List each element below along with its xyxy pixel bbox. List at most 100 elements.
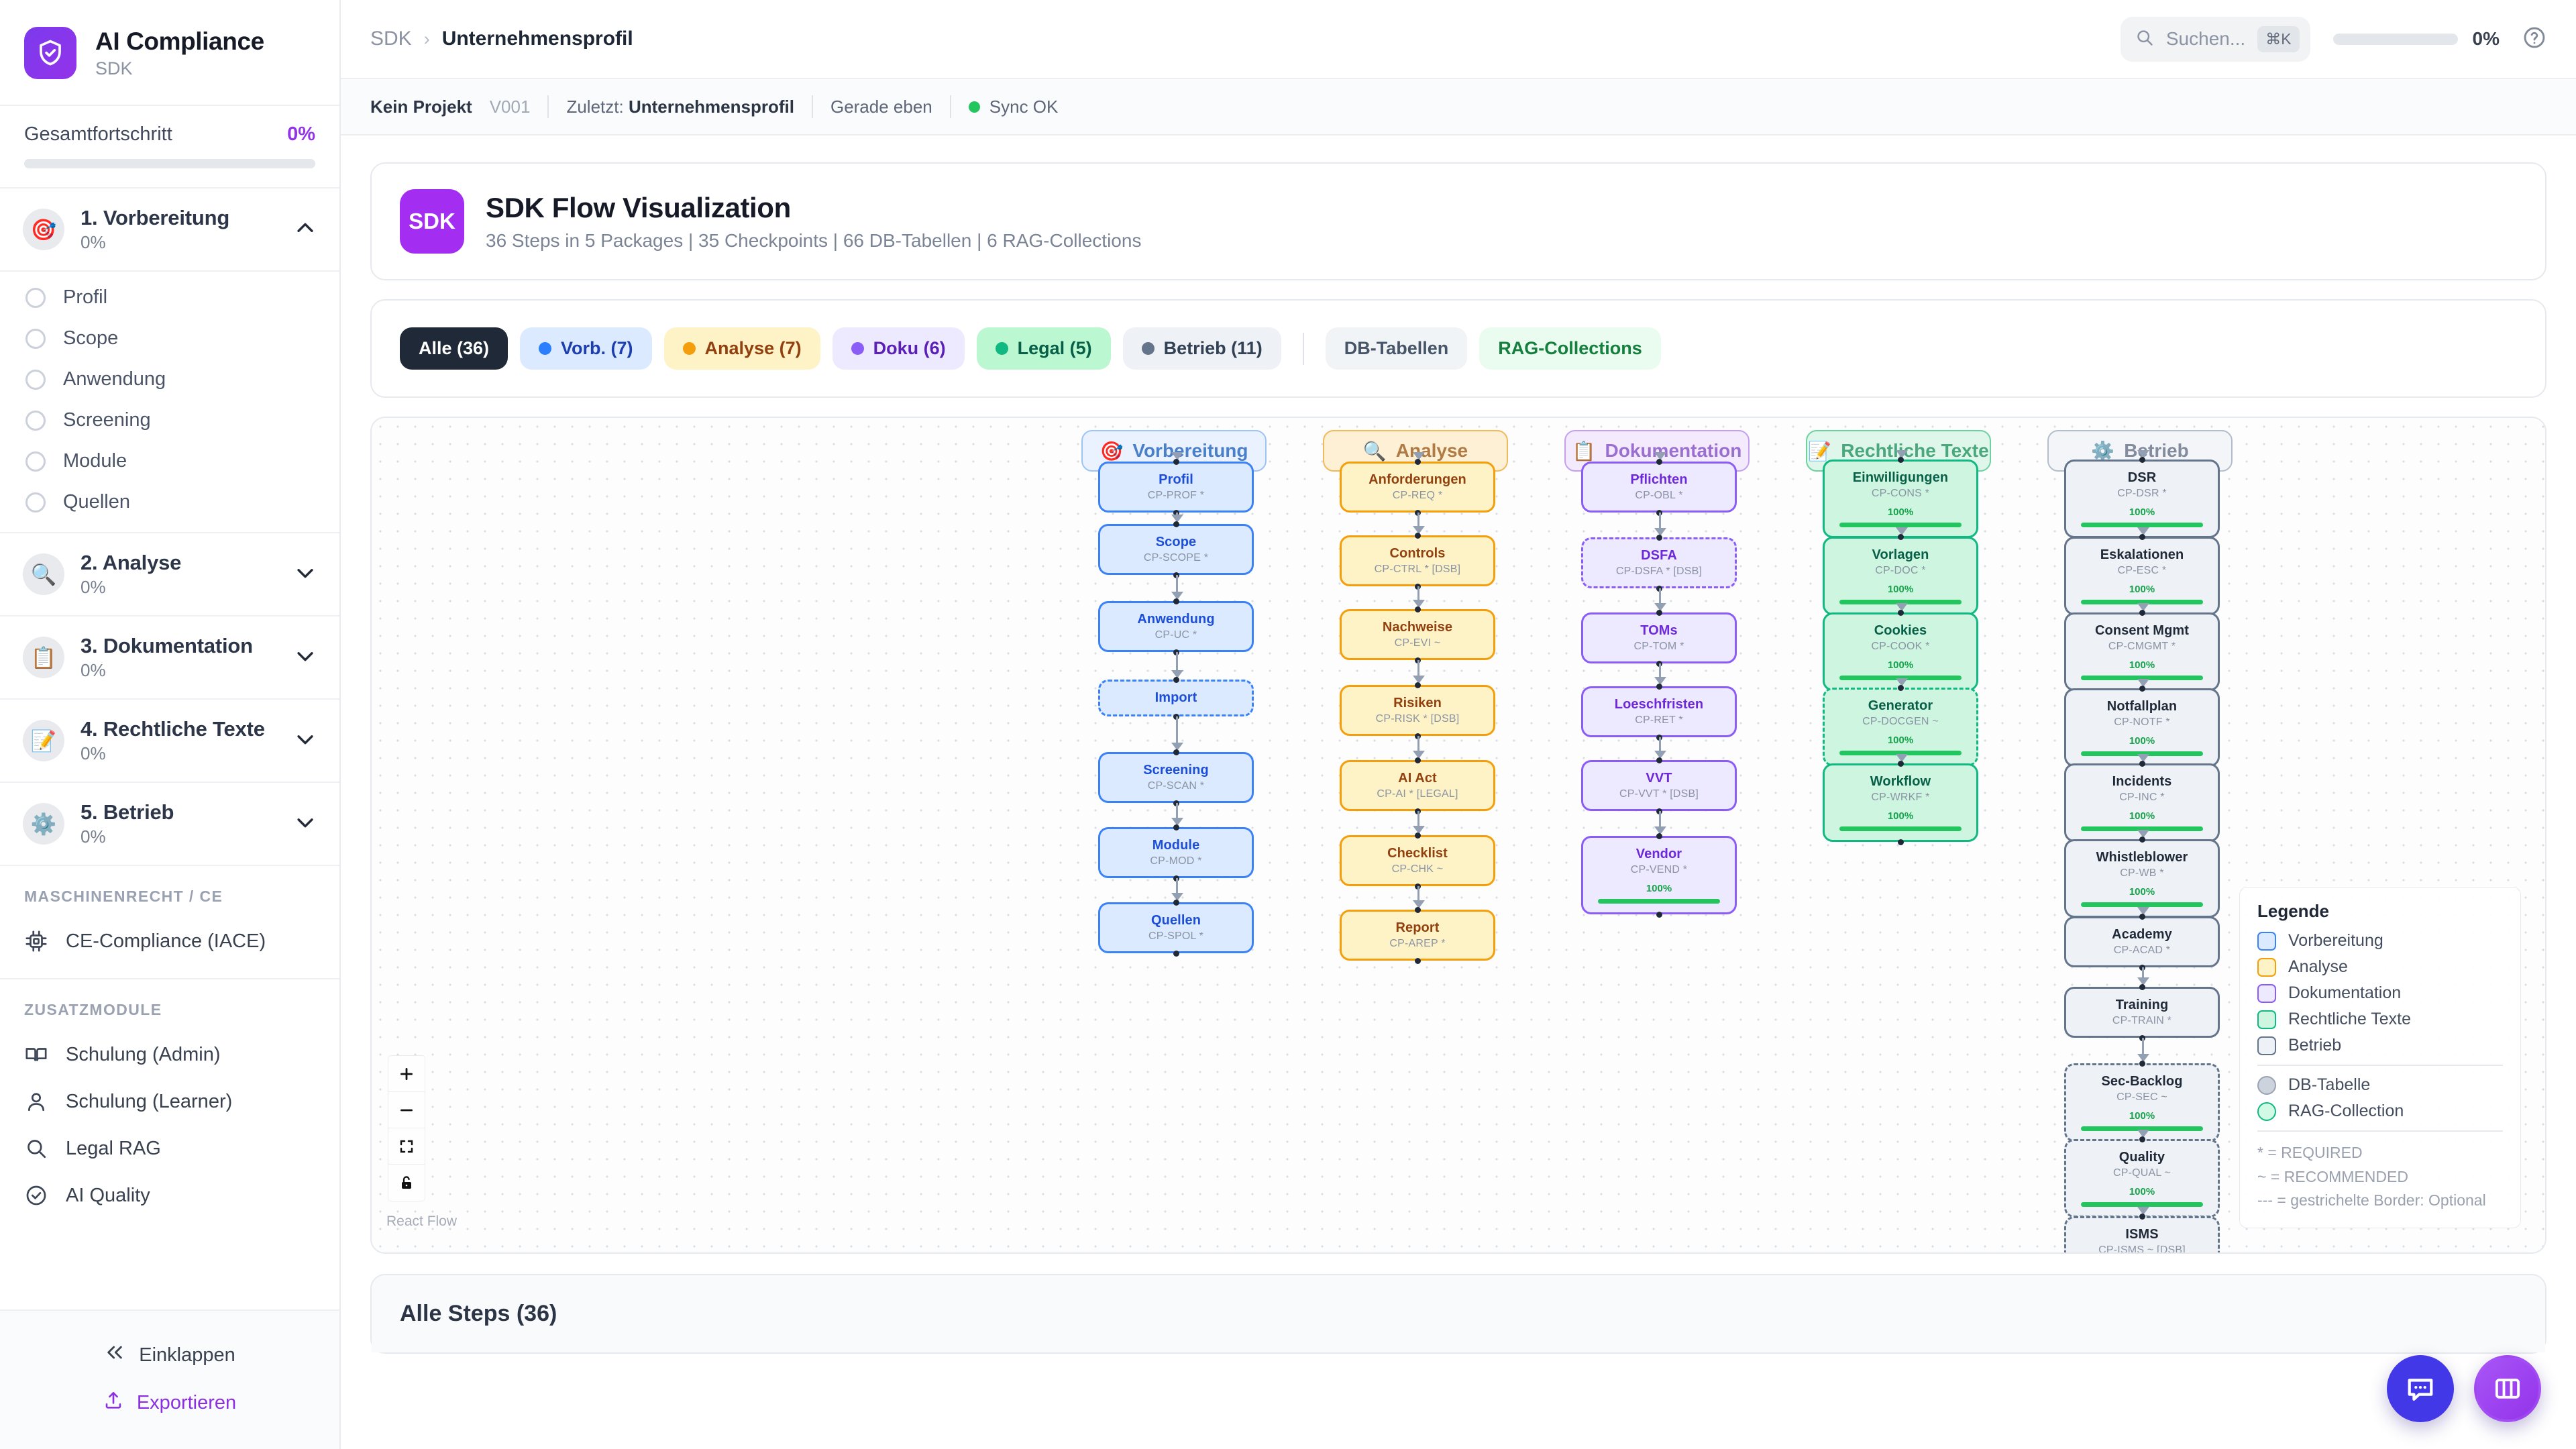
filter-chip-4[interactable]: Legal (5) <box>977 327 1111 370</box>
sidebar-phase-2[interactable]: 🔍2. Analyse0% <box>0 533 339 616</box>
sidebar-item-label: Schulung (Admin) <box>66 1044 221 1066</box>
chevron-down-icon[interactable] <box>294 645 317 671</box>
sidebar-item-scope[interactable]: Scope <box>0 318 339 359</box>
chip-color-dot <box>1142 342 1155 355</box>
chip-icon <box>24 929 48 953</box>
legend-label: Analyse <box>2288 957 2348 977</box>
node-title: Profil <box>1159 472 1193 488</box>
flow-node[interactable]: ReportCP-AREP * <box>1340 910 1495 961</box>
sidebar-phase-1[interactable]: 🎯1. Vorbereitung0% <box>0 189 339 272</box>
flow-legend: Legende VorbereitungAnalyseDokumentation… <box>2239 887 2521 1228</box>
search-input[interactable]: Suchen... ⌘K <box>2121 17 2310 62</box>
flow-node[interactable]: TOMsCP-TOM * <box>1581 612 1737 663</box>
flow-node[interactable]: TrainingCP-TRAIN * <box>2064 987 2220 1038</box>
flow-node[interactable]: AcademyCP-ACAD * <box>2064 916 2220 967</box>
flow-node[interactable]: ModuleCP-MOD * <box>1098 827 1254 878</box>
flow-node[interactable]: ControlsCP-CTRL * [DSB] <box>1340 535 1495 586</box>
flow-node[interactable]: VendorCP-VEND *100% <box>1581 836 1737 914</box>
flow-node[interactable]: DSRCP-DSR *100% <box>2064 460 2220 538</box>
flow-canvas[interactable]: React Flow Legende VorbereitungAnalyseDo… <box>370 417 2546 1254</box>
chevron-down-icon[interactable] <box>294 811 317 837</box>
filter-chip-0[interactable]: Alle (36) <box>400 327 508 370</box>
flow-node[interactable]: RisikenCP-RISK * [DSB] <box>1340 685 1495 736</box>
flow-node[interactable]: Import <box>1098 680 1254 716</box>
filter-chip-3[interactable]: Doku (6) <box>833 327 965 370</box>
lock-button[interactable] <box>388 1165 425 1201</box>
sidebar-item-screening[interactable]: Screening <box>0 400 339 441</box>
sidebar-item-profil[interactable]: Profil <box>0 277 339 318</box>
flow-node[interactable]: NachweiseCP-EVI ~ <box>1340 609 1495 660</box>
sidebar-item-schulung-learner[interactable]: Schulung (Learner) <box>0 1078 339 1125</box>
flow-node[interactable]: WhistleblowerCP-WB *100% <box>2064 839 2220 918</box>
breadcrumb-root[interactable]: SDK <box>370 28 412 50</box>
divider <box>1303 333 1304 365</box>
flow-node[interactable]: AnwendungCP-UC * <box>1098 601 1254 652</box>
filter-chip-extra-0[interactable]: DB-Tabellen <box>1326 327 1468 370</box>
node-port <box>2139 914 2145 920</box>
flow-node[interactable]: AnforderungenCP-REQ * <box>1340 462 1495 513</box>
flow-node[interactable]: QuellenCP-SPOL * <box>1098 902 1254 953</box>
chevron-up-icon[interactable] <box>294 217 317 243</box>
node-port <box>1656 684 1662 690</box>
sidebar-sublist-1: ProfilScopeAnwendungScreeningModuleQuell… <box>0 272 339 533</box>
help-circle-icon[interactable] <box>2522 25 2546 53</box>
flow-node[interactable]: ScopeCP-SCOPE * <box>1098 524 1254 575</box>
export-button[interactable]: Exportieren <box>0 1379 339 1426</box>
filter-chip-5[interactable]: Betrieb (11) <box>1123 327 1281 370</box>
chat-fab[interactable] <box>2387 1355 2454 1422</box>
flow-node[interactable]: ScreeningCP-SCAN * <box>1098 752 1254 803</box>
sidebar-phase-4[interactable]: 📝4. Rechtliche Texte0% <box>0 700 339 783</box>
flow-node[interactable]: ISMSCP-ISMS ~ [DSB]100% <box>2064 1216 2220 1254</box>
sidebar-item-ce-compliance[interactable]: CE-Compliance (IACE) <box>0 918 339 965</box>
chevron-down-icon[interactable] <box>294 728 317 754</box>
flow-node[interactable]: LoeschfristenCP-RET * <box>1581 686 1737 737</box>
sidebar-item-schulung-admin[interactable]: Schulung (Admin) <box>0 1031 339 1078</box>
panel-fab[interactable] <box>2474 1355 2541 1422</box>
node-progress-value: 100% <box>1888 735 1913 746</box>
zoom-in-button[interactable] <box>388 1056 425 1092</box>
node-port <box>1898 610 1904 616</box>
sidebar-item-label: Module <box>63 450 127 472</box>
collapse-sidebar-button[interactable]: Einklappen <box>0 1331 339 1379</box>
filter-chip-1[interactable]: Vorb. (7) <box>520 327 652 370</box>
node-title: DSR <box>2128 470 2157 486</box>
flow-node[interactable]: AI ActCP-AI * [LEGAL] <box>1340 760 1495 811</box>
chevron-down-icon[interactable] <box>294 561 317 588</box>
flow-node[interactable]: WorkflowCP-WRKF *100% <box>1823 763 1978 842</box>
zoom-out-button[interactable] <box>388 1092 425 1128</box>
phase-icon: 🔍 <box>23 553 64 595</box>
filter-chip-2[interactable]: Analyse (7) <box>664 327 820 370</box>
legend-swatch <box>2257 984 2276 1003</box>
node-code: CP-ACAD * <box>2114 945 2170 957</box>
chip-color-dot <box>683 342 696 355</box>
sidebar-item-label: Scope <box>63 327 118 350</box>
node-title: Report <box>1395 920 1439 936</box>
sidebar-item-ai-quality[interactable]: AI Quality <box>0 1172 339 1219</box>
node-title: Import <box>1155 690 1197 706</box>
sidebar-brand[interactable]: AI Compliance SDK <box>0 0 339 106</box>
flow-node[interactable]: EinwilligungenCP-CONS *100% <box>1823 460 1978 538</box>
legend-item-package: Analyse <box>2257 957 2503 977</box>
flow-node[interactable]: QualityCP-QUAL ~100% <box>2064 1139 2220 1218</box>
node-port <box>1173 900 1179 906</box>
node-port <box>1415 958 1421 964</box>
flow-node[interactable]: DSFACP-DSFA * [DSB] <box>1581 537 1737 588</box>
node-port <box>1173 598 1179 604</box>
sidebar-item-label: Profil <box>63 286 107 309</box>
flow-node[interactable]: ProfilCP-PROF * <box>1098 462 1254 513</box>
flow-node[interactable]: ChecklistCP-CHK ~ <box>1340 835 1495 886</box>
sidebar-phase-3[interactable]: 📋3. Dokumentation0% <box>0 616 339 700</box>
sidebar-item-legal-rag[interactable]: Legal RAG <box>0 1125 339 1172</box>
sidebar-item-quellen[interactable]: Quellen <box>0 482 339 523</box>
flow-node[interactable]: VVTCP-VVT * [DSB] <box>1581 760 1737 811</box>
filter-chip-extra-1[interactable]: RAG-Collections <box>1479 327 1661 370</box>
flow-node[interactable]: PflichtenCP-OBL * <box>1581 462 1737 513</box>
fit-view-button[interactable] <box>388 1128 425 1165</box>
swimlane-label: Dokumentation <box>1605 440 1742 462</box>
node-port <box>1415 833 1421 839</box>
sidebar-phase-5[interactable]: ⚙️5. Betrieb0% <box>0 783 339 866</box>
sidebar-item-anwendung[interactable]: Anwendung <box>0 359 339 400</box>
node-port <box>1656 912 1662 918</box>
phase-progress: 0% <box>80 743 278 764</box>
sidebar-item-module[interactable]: Module <box>0 441 339 482</box>
